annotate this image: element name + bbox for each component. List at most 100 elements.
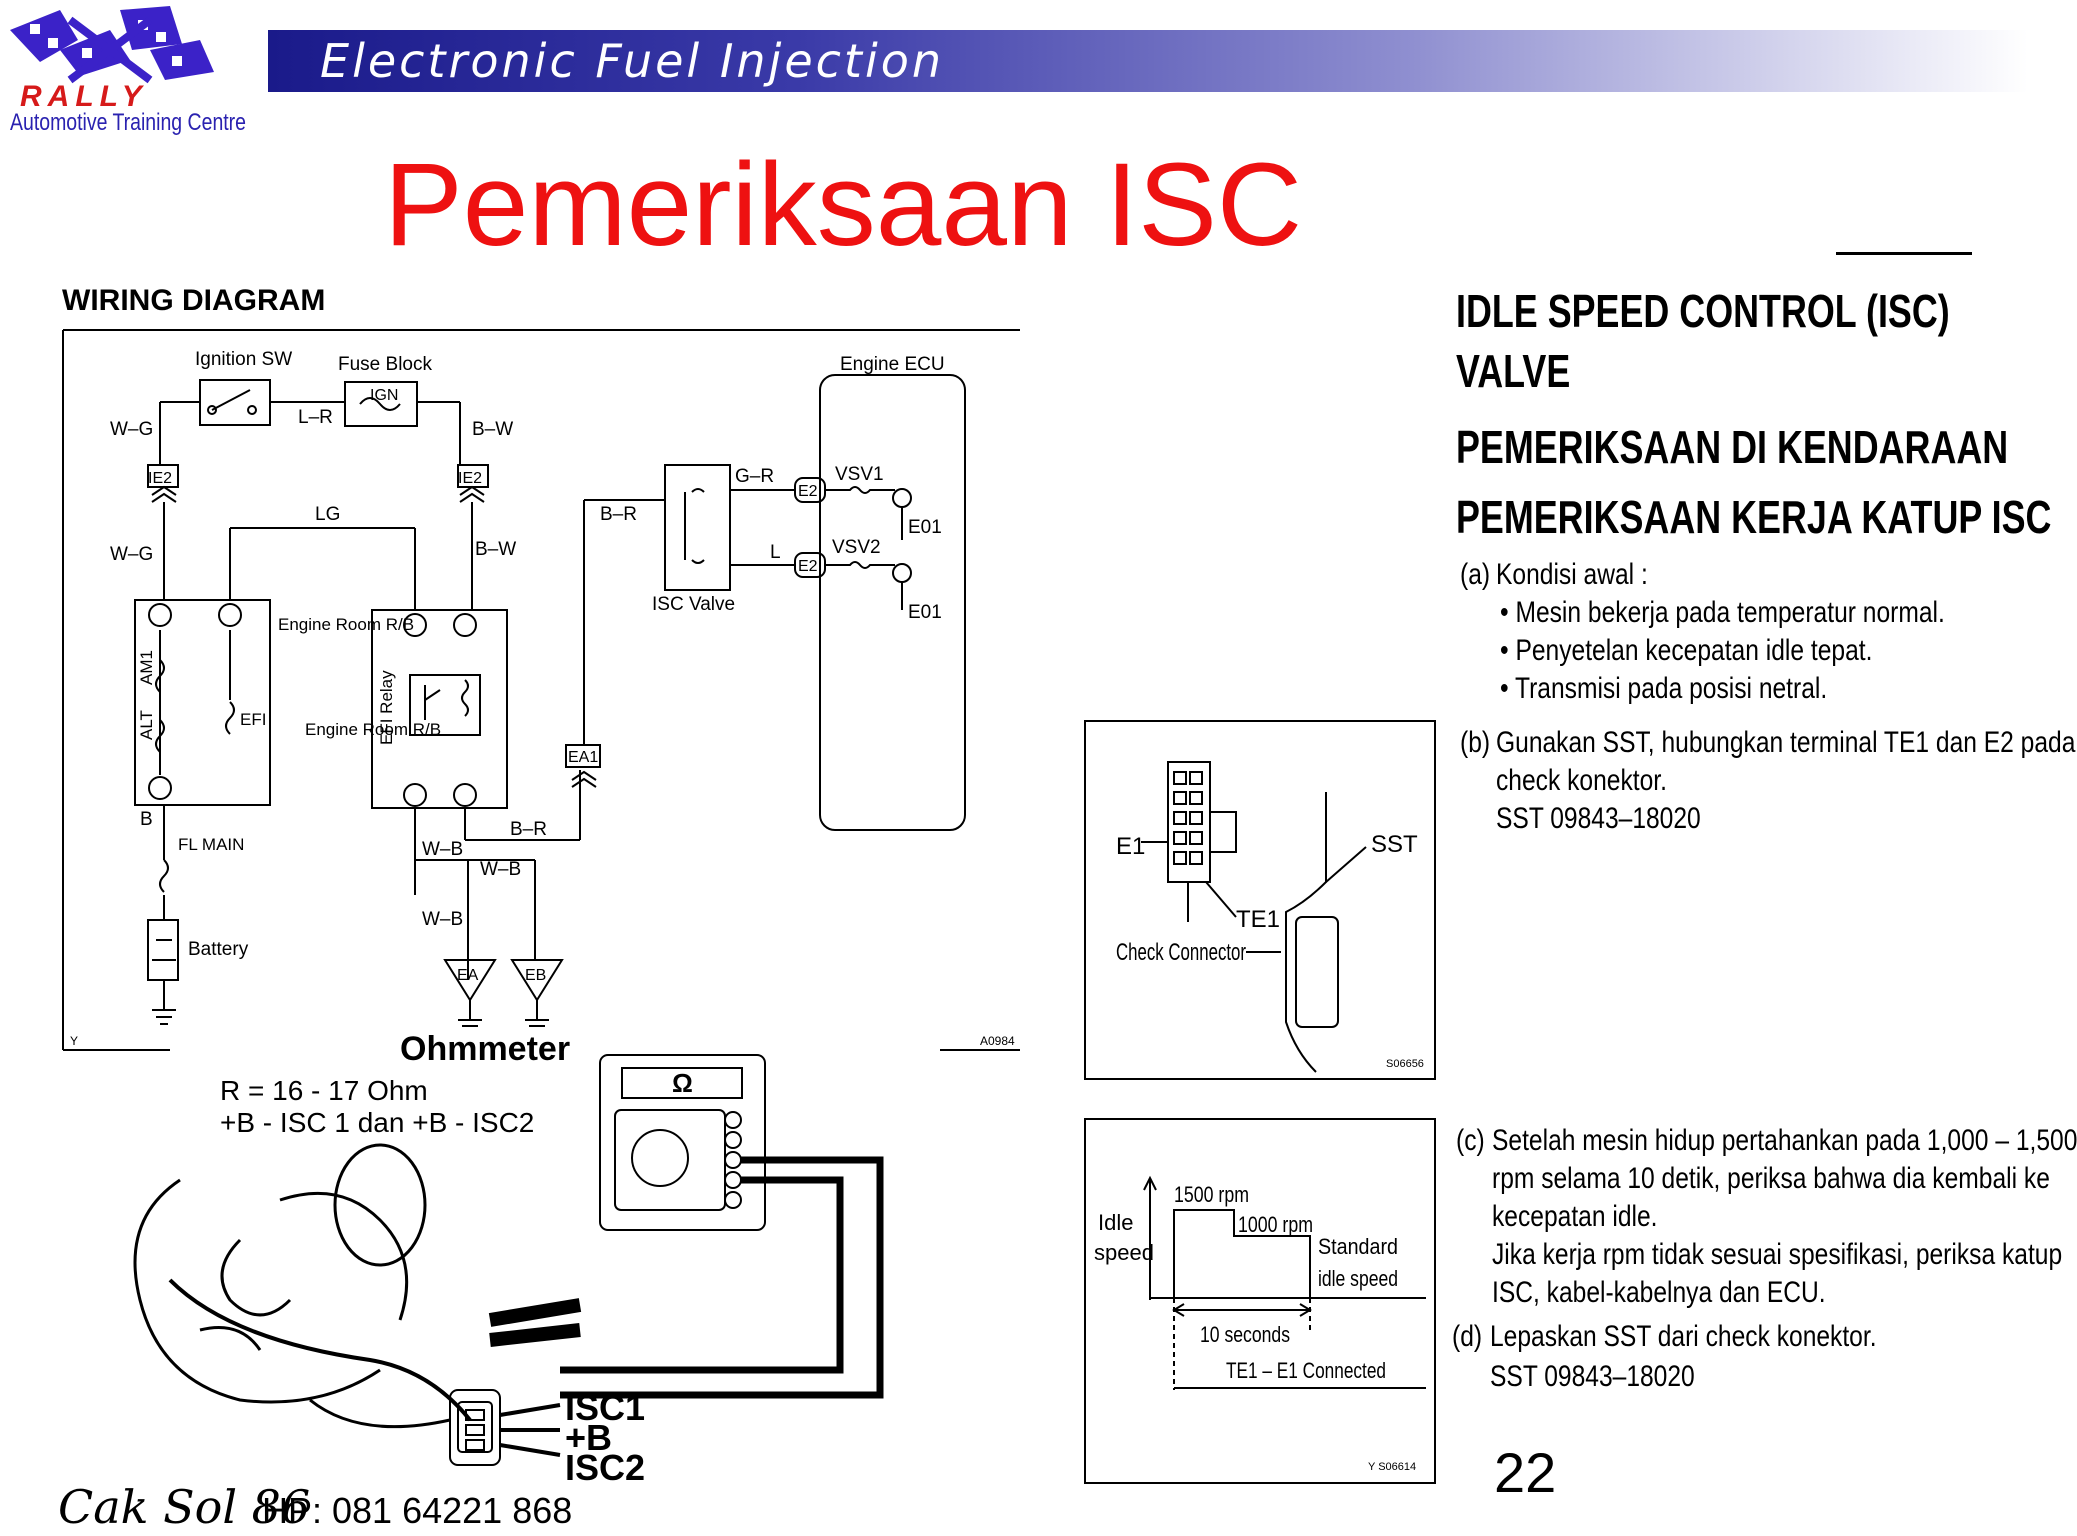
label-fuse-block: Fuse Block xyxy=(338,354,432,375)
wire-lg: LG xyxy=(315,504,340,525)
rally-logo: RALLY Automotive Training Centre xyxy=(0,0,260,140)
wire-bw-2: B–W xyxy=(475,539,516,560)
step-c-line3: kecepatan idle. xyxy=(1492,1200,1658,1233)
label-efi: EFI xyxy=(240,710,266,729)
label-eb: EB xyxy=(525,967,546,984)
isc-valve xyxy=(664,464,731,591)
ignition-switch xyxy=(199,379,271,426)
heading-isc-1: IDLE SPEED CONTROL (ISC) xyxy=(1456,285,1950,337)
ohmmeter-title: Ohmmeter xyxy=(400,1030,570,1068)
wire-bw-1: B–W xyxy=(472,419,513,440)
wire-wb-3: W–B xyxy=(422,909,463,930)
label-code: A0984 xyxy=(980,1034,1015,1048)
label-engine-room-rb-1: Engine Room R/B xyxy=(278,615,414,634)
label-fl-main: FL MAIN xyxy=(178,835,244,854)
wire-l: L xyxy=(770,542,781,563)
footer-author: Cak Sol 86 xyxy=(58,1480,311,1534)
wire-wb-1: W–B xyxy=(422,839,463,860)
engine-ecu xyxy=(819,374,966,831)
fig-e1: E1 xyxy=(1116,833,1145,860)
wire-wb-2: W–B xyxy=(480,859,521,880)
label-ign: IGN xyxy=(370,387,398,404)
step-b-line2: check konektor. xyxy=(1496,764,1667,797)
wiring-diagram-title: WIRING DIAGRAM xyxy=(62,284,326,317)
graph-connected: TE1 – E1 Connected xyxy=(1226,1358,1386,1383)
wire-wg-1: W–G xyxy=(110,419,153,440)
bullet-2: • Penyetelan kecepatan idle tepat. xyxy=(1500,634,1873,667)
label-vsv1: VSV1 xyxy=(835,464,884,485)
ohmmeter-symbol: Ω xyxy=(672,1068,693,1098)
label-am1: AM1 xyxy=(137,650,156,685)
step-d-label: (d) xyxy=(1452,1320,1483,1353)
fig-check-connector: Check Connector xyxy=(1116,939,1246,966)
label-ie2-left: IE2 xyxy=(148,470,172,487)
ohmmeter-resistance: R = 16 - 17 Ohm xyxy=(220,1075,428,1106)
label-alt: ALT xyxy=(137,710,156,740)
graph-standard-1: Standard xyxy=(1318,1234,1398,1259)
wire-wg-2: W–G xyxy=(110,544,153,565)
label-ea: EA xyxy=(457,967,479,984)
step-c-line5: ISC, kabel-kabelnya dan ECU. xyxy=(1492,1276,1826,1309)
step-d-text: Lepaskan SST dari check konektor. xyxy=(1490,1320,1877,1353)
label-isc-valve: ISC Valve xyxy=(652,594,735,615)
graph-idle-2: speed xyxy=(1094,1240,1154,1265)
label-e01-1: E01 xyxy=(908,517,942,538)
wiring-diagram: Ignition SW Fuse Block Engine ECU IGN W–… xyxy=(60,320,1020,1505)
footer-phone: HP: 081 64221 868 xyxy=(262,1490,573,1531)
label-efi-relay: EFI Relay xyxy=(377,670,396,745)
label-ignition-sw: Ignition SW xyxy=(195,349,292,370)
wire-br-2: B–R xyxy=(510,819,547,840)
header-banner xyxy=(268,30,2028,92)
bullet-3: • Transmisi pada posisi netral. xyxy=(1500,672,1828,705)
step-a-label: (a) xyxy=(1460,558,1491,591)
fuse-block xyxy=(344,381,418,427)
battery xyxy=(147,919,179,981)
graph-code: Y S06614 xyxy=(1368,1461,1416,1473)
label-corner: Y xyxy=(70,1034,78,1048)
rpm-graph-figure: Idle speed 1500 rpm 1000 rpm Standard id… xyxy=(1084,1118,1436,1484)
check-connector-figure: E1 SST TE1 Check Connector S06656 xyxy=(1084,720,1436,1080)
pin-isc2: ISC2 xyxy=(565,1447,645,1488)
step-b-line1: Gunakan SST, hubungkan terminal TE1 dan … xyxy=(1496,726,2076,759)
bullet-1: • Mesin bekerja pada temperatur normal. xyxy=(1500,596,1945,629)
graph-standard-2: idle speed xyxy=(1318,1266,1398,1291)
step-d-sst: SST 09843–18020 xyxy=(1490,1360,1695,1393)
label-engine-ecu: Engine ECU xyxy=(840,354,945,375)
label-engine-room-rb-2: Engine Room R/B xyxy=(305,720,441,739)
banner-title: Electronic Fuel Injection xyxy=(320,34,945,88)
label-e01-2: E01 xyxy=(908,602,942,623)
step-c-line4: Jika kerja rpm tidak sesuai spesifikasi,… xyxy=(1492,1238,2063,1271)
step-c-label: (c) xyxy=(1456,1124,1485,1157)
page-number: 22 xyxy=(1494,1441,1557,1504)
heading-valve-check: PEMERIKSAAN KERJA KATUP ISC xyxy=(1456,491,2052,543)
label-vsv2: VSV2 xyxy=(832,537,881,558)
wire-lr: L–R xyxy=(298,407,333,428)
fig-connector-code: S06656 xyxy=(1386,1058,1424,1070)
pin-b: +B xyxy=(565,1417,612,1458)
divider-line xyxy=(1836,252,1972,255)
wire-br: B–R xyxy=(600,504,637,525)
fig-sst: SST xyxy=(1371,831,1418,858)
graph-seconds: 10 seconds xyxy=(1200,1322,1290,1347)
graph-idle-1: Idle xyxy=(1098,1210,1133,1235)
pin-isc1: ISC1 xyxy=(565,1387,645,1428)
logo-subtitle: Automotive Training Centre xyxy=(10,109,246,136)
slide-title: Pemeriksaan ISC xyxy=(384,139,1303,271)
graph-1500: 1500 rpm xyxy=(1174,1182,1249,1207)
heading-isc-2: VALVE xyxy=(1456,345,1571,397)
label-battery: Battery xyxy=(188,939,249,960)
label-e2-2: E2 xyxy=(798,558,818,575)
graph-1000: 1000 rpm xyxy=(1238,1212,1313,1237)
wire-b: B xyxy=(140,809,153,830)
step-c-line2: rpm selama 10 detik, periksa bahwa dia k… xyxy=(1492,1162,2050,1195)
step-c-line1: Setelah mesin hidup pertahankan pada 1,0… xyxy=(1492,1124,2077,1157)
label-ie2-right: IE2 xyxy=(458,470,482,487)
fig-te1: TE1 xyxy=(1236,906,1280,933)
ohmmeter-terminals: +B - ISC 1 dan +B - ISC2 xyxy=(220,1107,534,1138)
wire-gr: G–R xyxy=(735,466,774,487)
step-b-label: (b) xyxy=(1460,726,1491,759)
label-ea1: EA1 xyxy=(568,749,598,766)
logo-word: RALLY xyxy=(20,80,148,113)
heading-vehicle-check: PEMERIKSAAN DI KENDARAAN xyxy=(1456,421,2009,473)
ohmmeter-device xyxy=(599,1054,766,1231)
